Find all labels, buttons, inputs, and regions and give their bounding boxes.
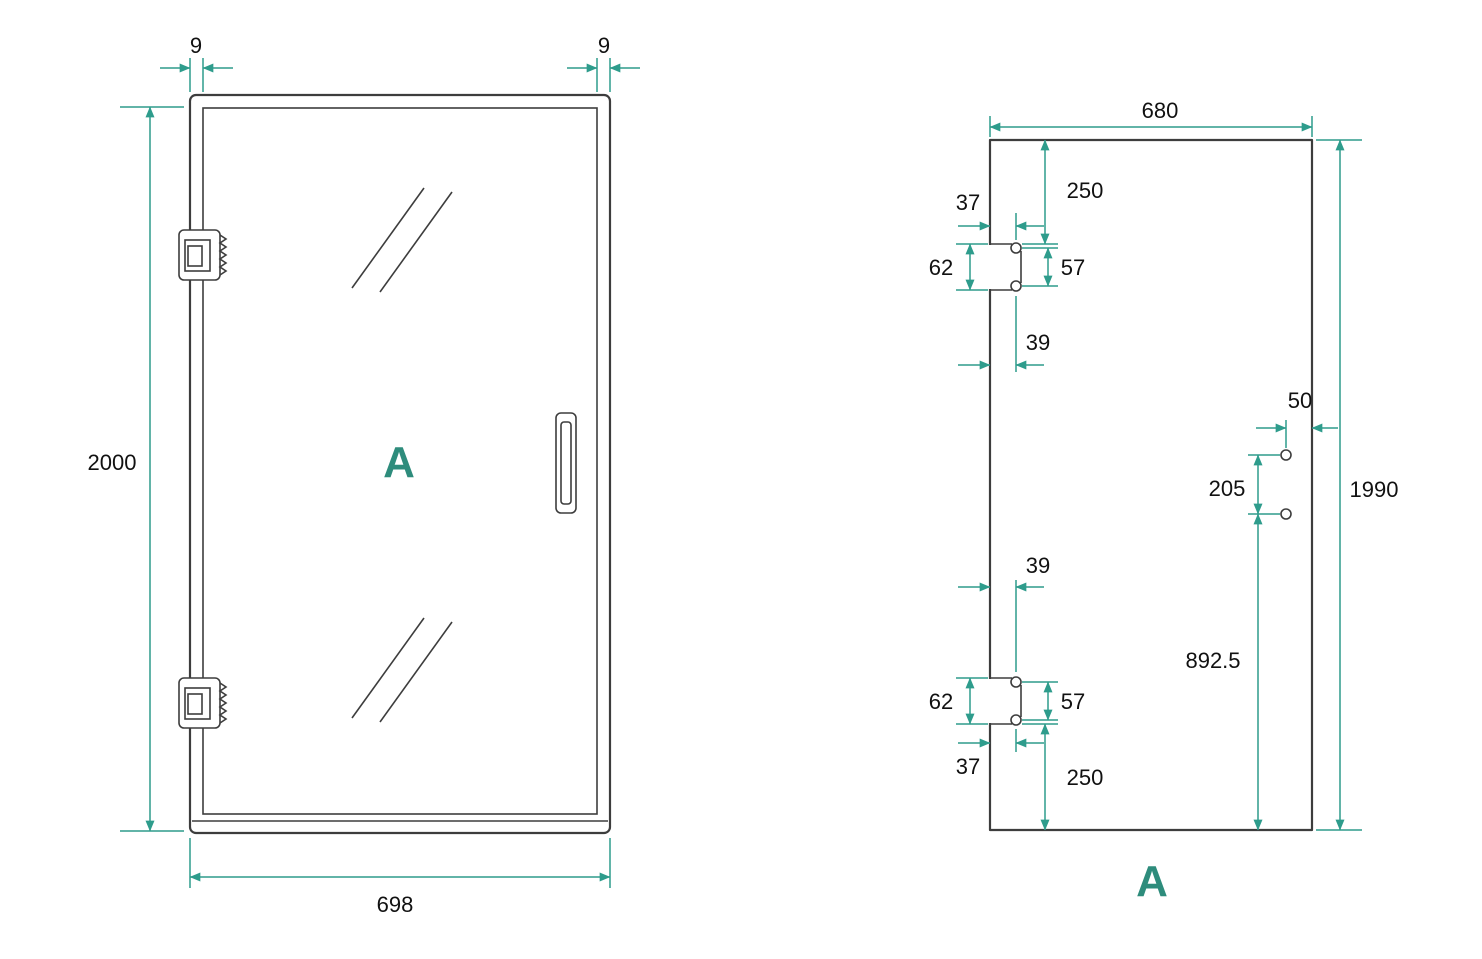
dim-handle-edge-label: 50: [1288, 388, 1312, 413]
top-hinge-cutout: [986, 242, 1022, 292]
door-outer-frame: [188, 93, 612, 835]
dim-top-hinge-spacing-label: 57: [1061, 255, 1085, 280]
glass-shine-marks: [351, 187, 453, 723]
dim-bottom-hinge-depth-label: 39: [1026, 553, 1050, 578]
dim-glass-height-label: 1990: [1350, 477, 1399, 502]
dim-handle-spacing-label: 205: [1209, 476, 1246, 501]
handle-hole-top: [1280, 449, 1292, 461]
door-dimensions: 9 9 2000 698: [88, 33, 640, 917]
glass-dimensions: 680 1990 250 37 62 57: [929, 98, 1399, 831]
dim-bottom-hinge-spacing-label: 57: [1061, 689, 1085, 714]
dim-door-height-label: 2000: [88, 450, 137, 475]
glass-panel-label: A: [1136, 857, 1168, 906]
glass-panel-view: A 680 1990 250 37 62: [929, 98, 1399, 906]
dim-glass-width-label: 680: [1142, 98, 1179, 123]
dim-bottom-hinge-edge-label: 37: [956, 754, 980, 779]
dim-frame-left-label: 9: [190, 33, 202, 58]
dim-top-hinge-edge-label: 37: [956, 190, 980, 215]
dim-top-hinge-depth-label: 39: [1026, 330, 1050, 355]
dim-handle-bottom-label: 892.5: [1185, 648, 1240, 673]
dim-top-hinge-height-label: 62: [929, 255, 953, 280]
bottom-hinge-cutout: [986, 676, 1022, 726]
dim-bottom-hinge-height-label: 62: [929, 689, 953, 714]
door-panel-label: A: [383, 438, 415, 487]
handle-hole-bottom: [1280, 508, 1292, 520]
glass-panel-outline: [988, 138, 1314, 832]
door-frame: [188, 93, 612, 835]
door-elevation-view: A 9 9 2000 698: [88, 33, 640, 917]
dim-bottom-hinge-from-bottom-label: 250: [1067, 765, 1104, 790]
door-glass-pane: [202, 107, 598, 815]
dim-door-width-label: 698: [377, 892, 414, 917]
door-handle: [555, 412, 577, 514]
dim-top-hinge-from-top-label: 250: [1067, 178, 1104, 203]
door-bottom-hinge: [178, 677, 227, 729]
dim-frame-right-label: 9: [598, 33, 610, 58]
door-top-hinge: [178, 229, 227, 281]
